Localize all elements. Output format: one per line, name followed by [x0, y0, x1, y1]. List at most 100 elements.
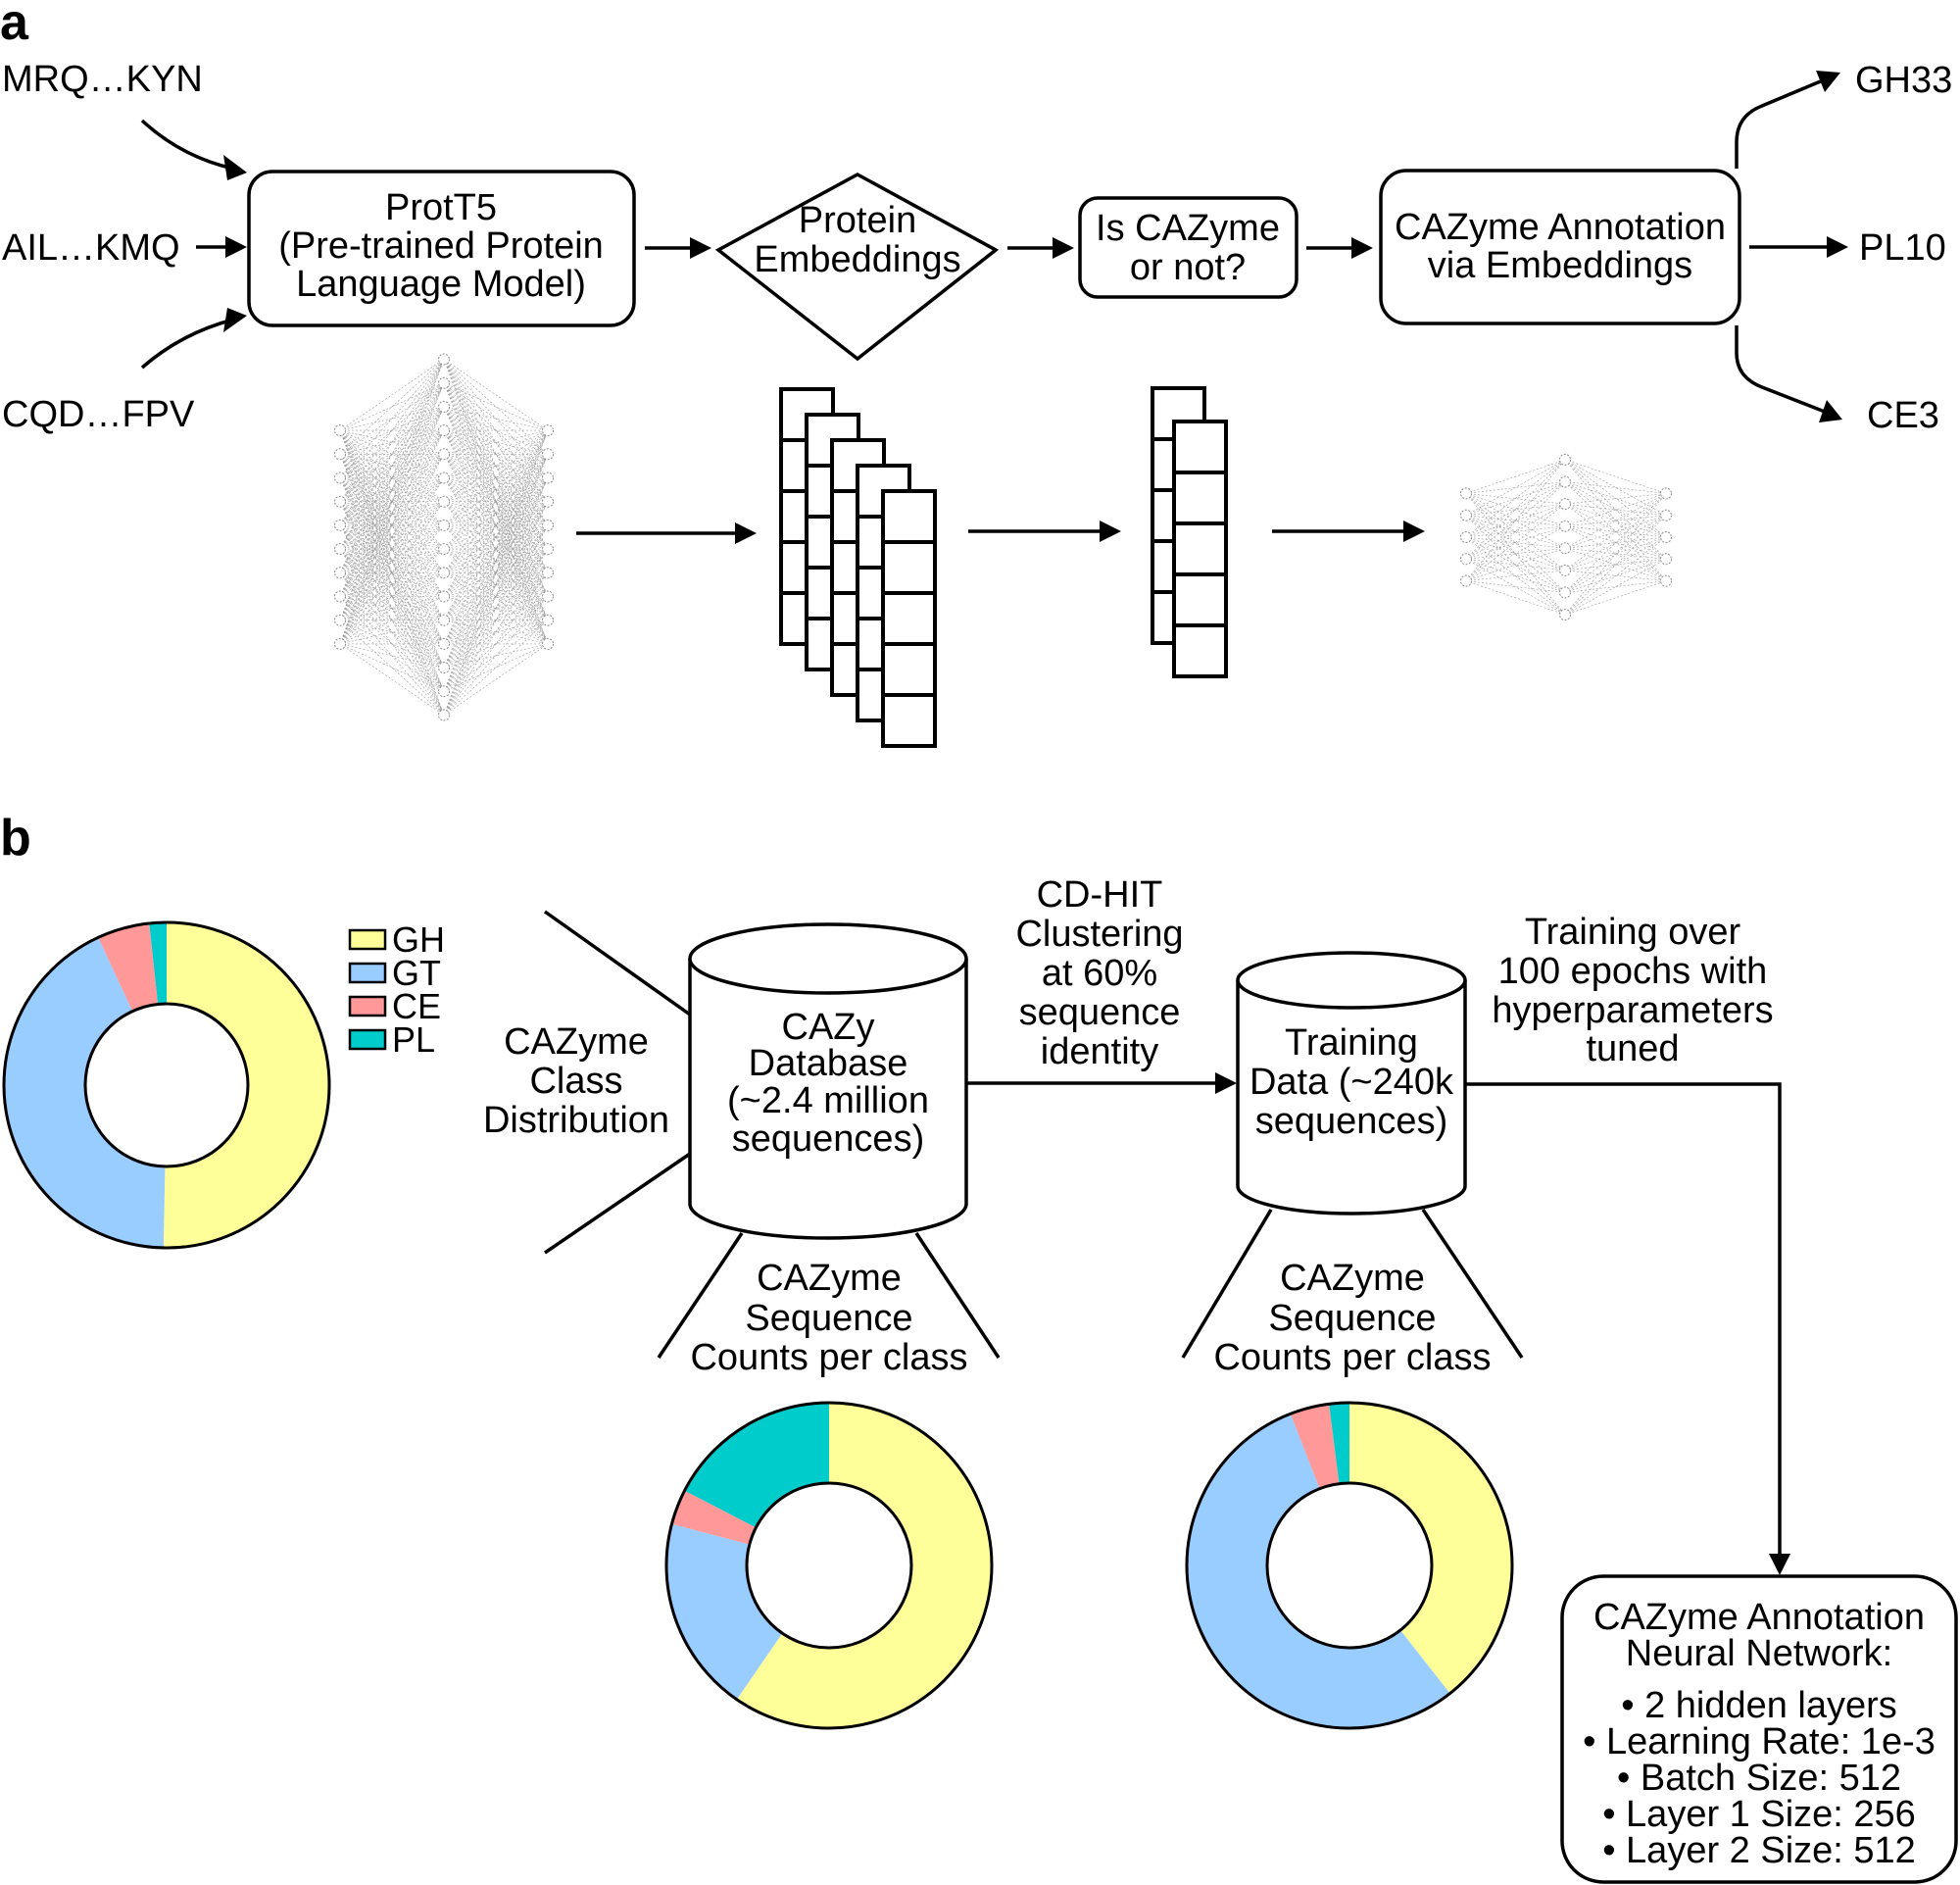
network-node — [542, 543, 554, 556]
network-edge — [443, 596, 549, 645]
network-edge — [339, 643, 445, 716]
network-edge — [339, 454, 445, 620]
donut-slice-ce — [98, 922, 159, 1012]
network-edge — [1564, 459, 1667, 538]
embedding-cell — [1172, 471, 1228, 525]
network-edge — [339, 501, 445, 620]
network-edge — [339, 477, 445, 526]
network-edge — [1564, 481, 1667, 494]
network-edge — [1465, 481, 1566, 494]
network-edge — [1564, 515, 1667, 571]
network-node — [1559, 498, 1571, 511]
network-node — [438, 590, 450, 603]
network-edge — [443, 406, 549, 478]
arrow-output-1 — [1735, 78, 1824, 169]
network-node — [438, 614, 450, 626]
embeddings-line-2: Embeddings — [754, 239, 960, 280]
network-edge — [443, 454, 549, 620]
network-node — [334, 495, 346, 508]
legend-swatch-ce — [348, 995, 387, 1017]
annotation-line-2: via Embeddings — [1428, 245, 1692, 286]
network-edge — [443, 524, 549, 692]
network-edge — [339, 429, 445, 620]
prott5-line-2: (Pre-trained Protein — [278, 225, 604, 267]
network-node — [1559, 475, 1571, 488]
network-edge — [1465, 459, 1566, 538]
network-edge — [443, 524, 549, 716]
legend-swatch-pl — [348, 1028, 387, 1051]
prott5-box: ProtT5 (Pre-trained Protein Language Mod… — [247, 170, 636, 327]
network-edge — [339, 572, 445, 620]
network-edge — [339, 501, 445, 550]
network-edge — [339, 359, 445, 645]
network-node — [542, 519, 554, 531]
connector-line — [914, 1232, 1001, 1359]
network-node — [542, 637, 554, 650]
network-edge — [443, 501, 549, 550]
network-edge — [339, 382, 445, 597]
donut-slice-pl — [1329, 1403, 1349, 1484]
training-data-donut — [1185, 1401, 1514, 1730]
counts-label-1-line-1: CAZyme — [757, 1258, 902, 1299]
network-node — [542, 448, 554, 461]
network-edge — [443, 643, 549, 716]
counts-label-2-line-3: Counts per class — [1213, 1337, 1491, 1378]
network-node — [438, 543, 450, 556]
arrowhead-icon — [1351, 237, 1373, 259]
network-edge — [339, 524, 445, 573]
network-edge — [1564, 493, 1667, 571]
network-edge — [443, 406, 549, 573]
network-edge — [443, 429, 549, 502]
donut-slice-gt — [665, 1523, 783, 1700]
connector-line — [1181, 1209, 1273, 1359]
network-edge — [443, 596, 549, 716]
network-node — [1660, 509, 1672, 521]
embedding-cell — [881, 591, 937, 646]
network-edge — [339, 359, 445, 478]
embedding-stack-illustration — [779, 387, 937, 748]
network-edge — [443, 572, 549, 620]
legend-swatch-gh — [348, 928, 387, 951]
counts-label-1-line-2: Sequence — [745, 1298, 912, 1339]
network-edge — [339, 477, 445, 620]
network-edge — [1465, 493, 1566, 505]
network-node — [1460, 531, 1472, 543]
arrowhead-icon — [1100, 521, 1121, 542]
network-edge — [443, 429, 549, 669]
arrow-input-1 — [140, 119, 234, 171]
nn-box-title-2: Neural Network: — [1626, 1633, 1892, 1674]
network-edge — [339, 406, 445, 455]
network-edge — [443, 477, 549, 716]
network-edge — [339, 572, 445, 645]
network-edge — [1465, 548, 1566, 560]
donut-outline — [2, 920, 331, 1250]
network-edge — [1465, 580, 1566, 616]
network-edge — [1564, 559, 1667, 571]
embedding-cell — [881, 642, 937, 697]
network-edge — [339, 454, 445, 645]
network-edge — [1465, 493, 1566, 616]
donut-slice-gt — [1187, 1414, 1450, 1728]
network-edge — [1465, 525, 1566, 581]
network-edge — [339, 429, 445, 597]
network-edge — [443, 643, 549, 692]
output-label-2: PL10 — [1859, 227, 1946, 269]
network-edge — [1564, 536, 1667, 549]
network-edge — [443, 382, 549, 550]
training-label-line-1: Training over — [1525, 912, 1741, 953]
network-edge — [1564, 493, 1667, 593]
network-edge — [1465, 559, 1566, 616]
network-edge — [443, 548, 549, 692]
network-edge — [443, 359, 549, 526]
panel-b-label: b — [0, 810, 31, 867]
cazy-db-line-1: CAZy — [782, 1007, 875, 1048]
network-edge — [339, 524, 445, 573]
network-edge — [443, 501, 549, 669]
cazy-db-line-2: Database — [749, 1043, 908, 1084]
network-edge — [339, 406, 445, 597]
network-edge — [1465, 459, 1566, 516]
cazy-database-cylinder: CAZy Database (~2.4 million sequences) — [688, 922, 968, 1240]
network-edge — [339, 454, 445, 645]
network-edge — [339, 359, 445, 502]
clustering-line-2: Clustering — [1015, 914, 1183, 955]
